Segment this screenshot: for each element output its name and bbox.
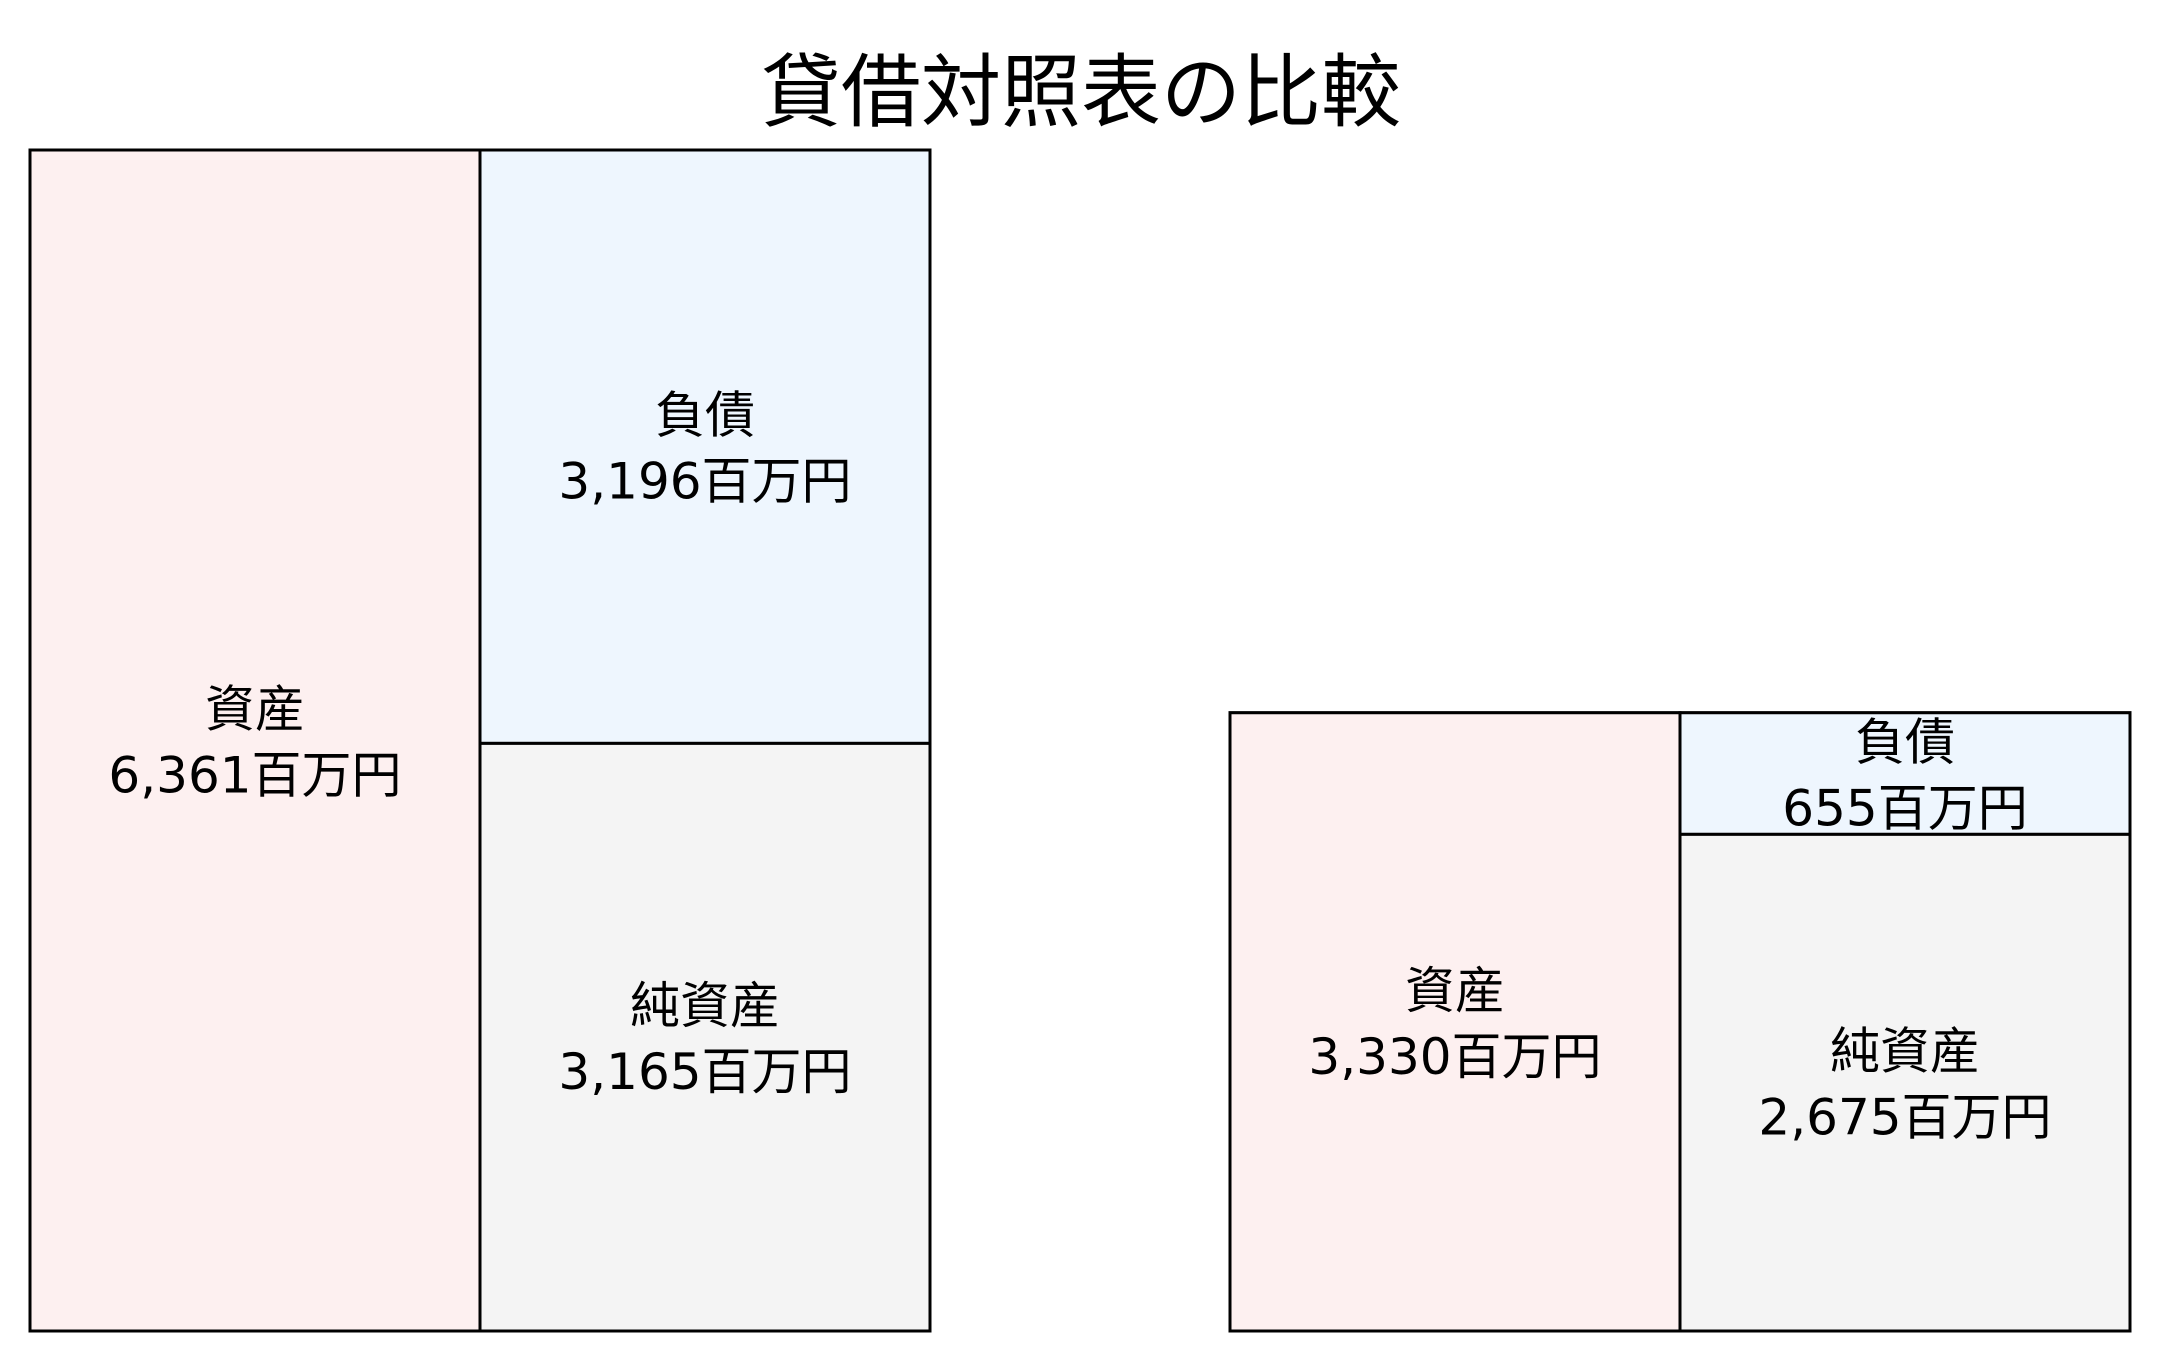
assets-label: 資産 bbox=[205, 681, 305, 739]
liabilities-value: 655百万円 bbox=[1782, 780, 2027, 838]
net-assets-value: 3,165百万円 bbox=[558, 1043, 851, 1101]
chart-title: 貸借対照表の比較 bbox=[761, 46, 1401, 139]
liabilities-block bbox=[478, 148, 932, 745]
liabilities-block bbox=[1678, 711, 2132, 836]
net-assets-label: 純資産 bbox=[1830, 1023, 1980, 1081]
assets-value: 6,361百万円 bbox=[108, 747, 401, 805]
net-assets-block bbox=[1678, 832, 2132, 1333]
liabilities-value: 3,196百万円 bbox=[558, 453, 851, 511]
net-assets-label: 純資産 bbox=[630, 977, 780, 1035]
assets-block bbox=[1228, 711, 1682, 1333]
net-assets-value: 2,675百万円 bbox=[1758, 1089, 2051, 1147]
liabilities-label: 負債 bbox=[655, 387, 755, 445]
liabilities-label: 負債 bbox=[1855, 714, 1955, 772]
net-assets-block bbox=[478, 741, 932, 1333]
assets-value: 3,330百万円 bbox=[1308, 1028, 1601, 1086]
assets-block bbox=[28, 148, 482, 1333]
assets-label: 資産 bbox=[1405, 962, 1505, 1020]
